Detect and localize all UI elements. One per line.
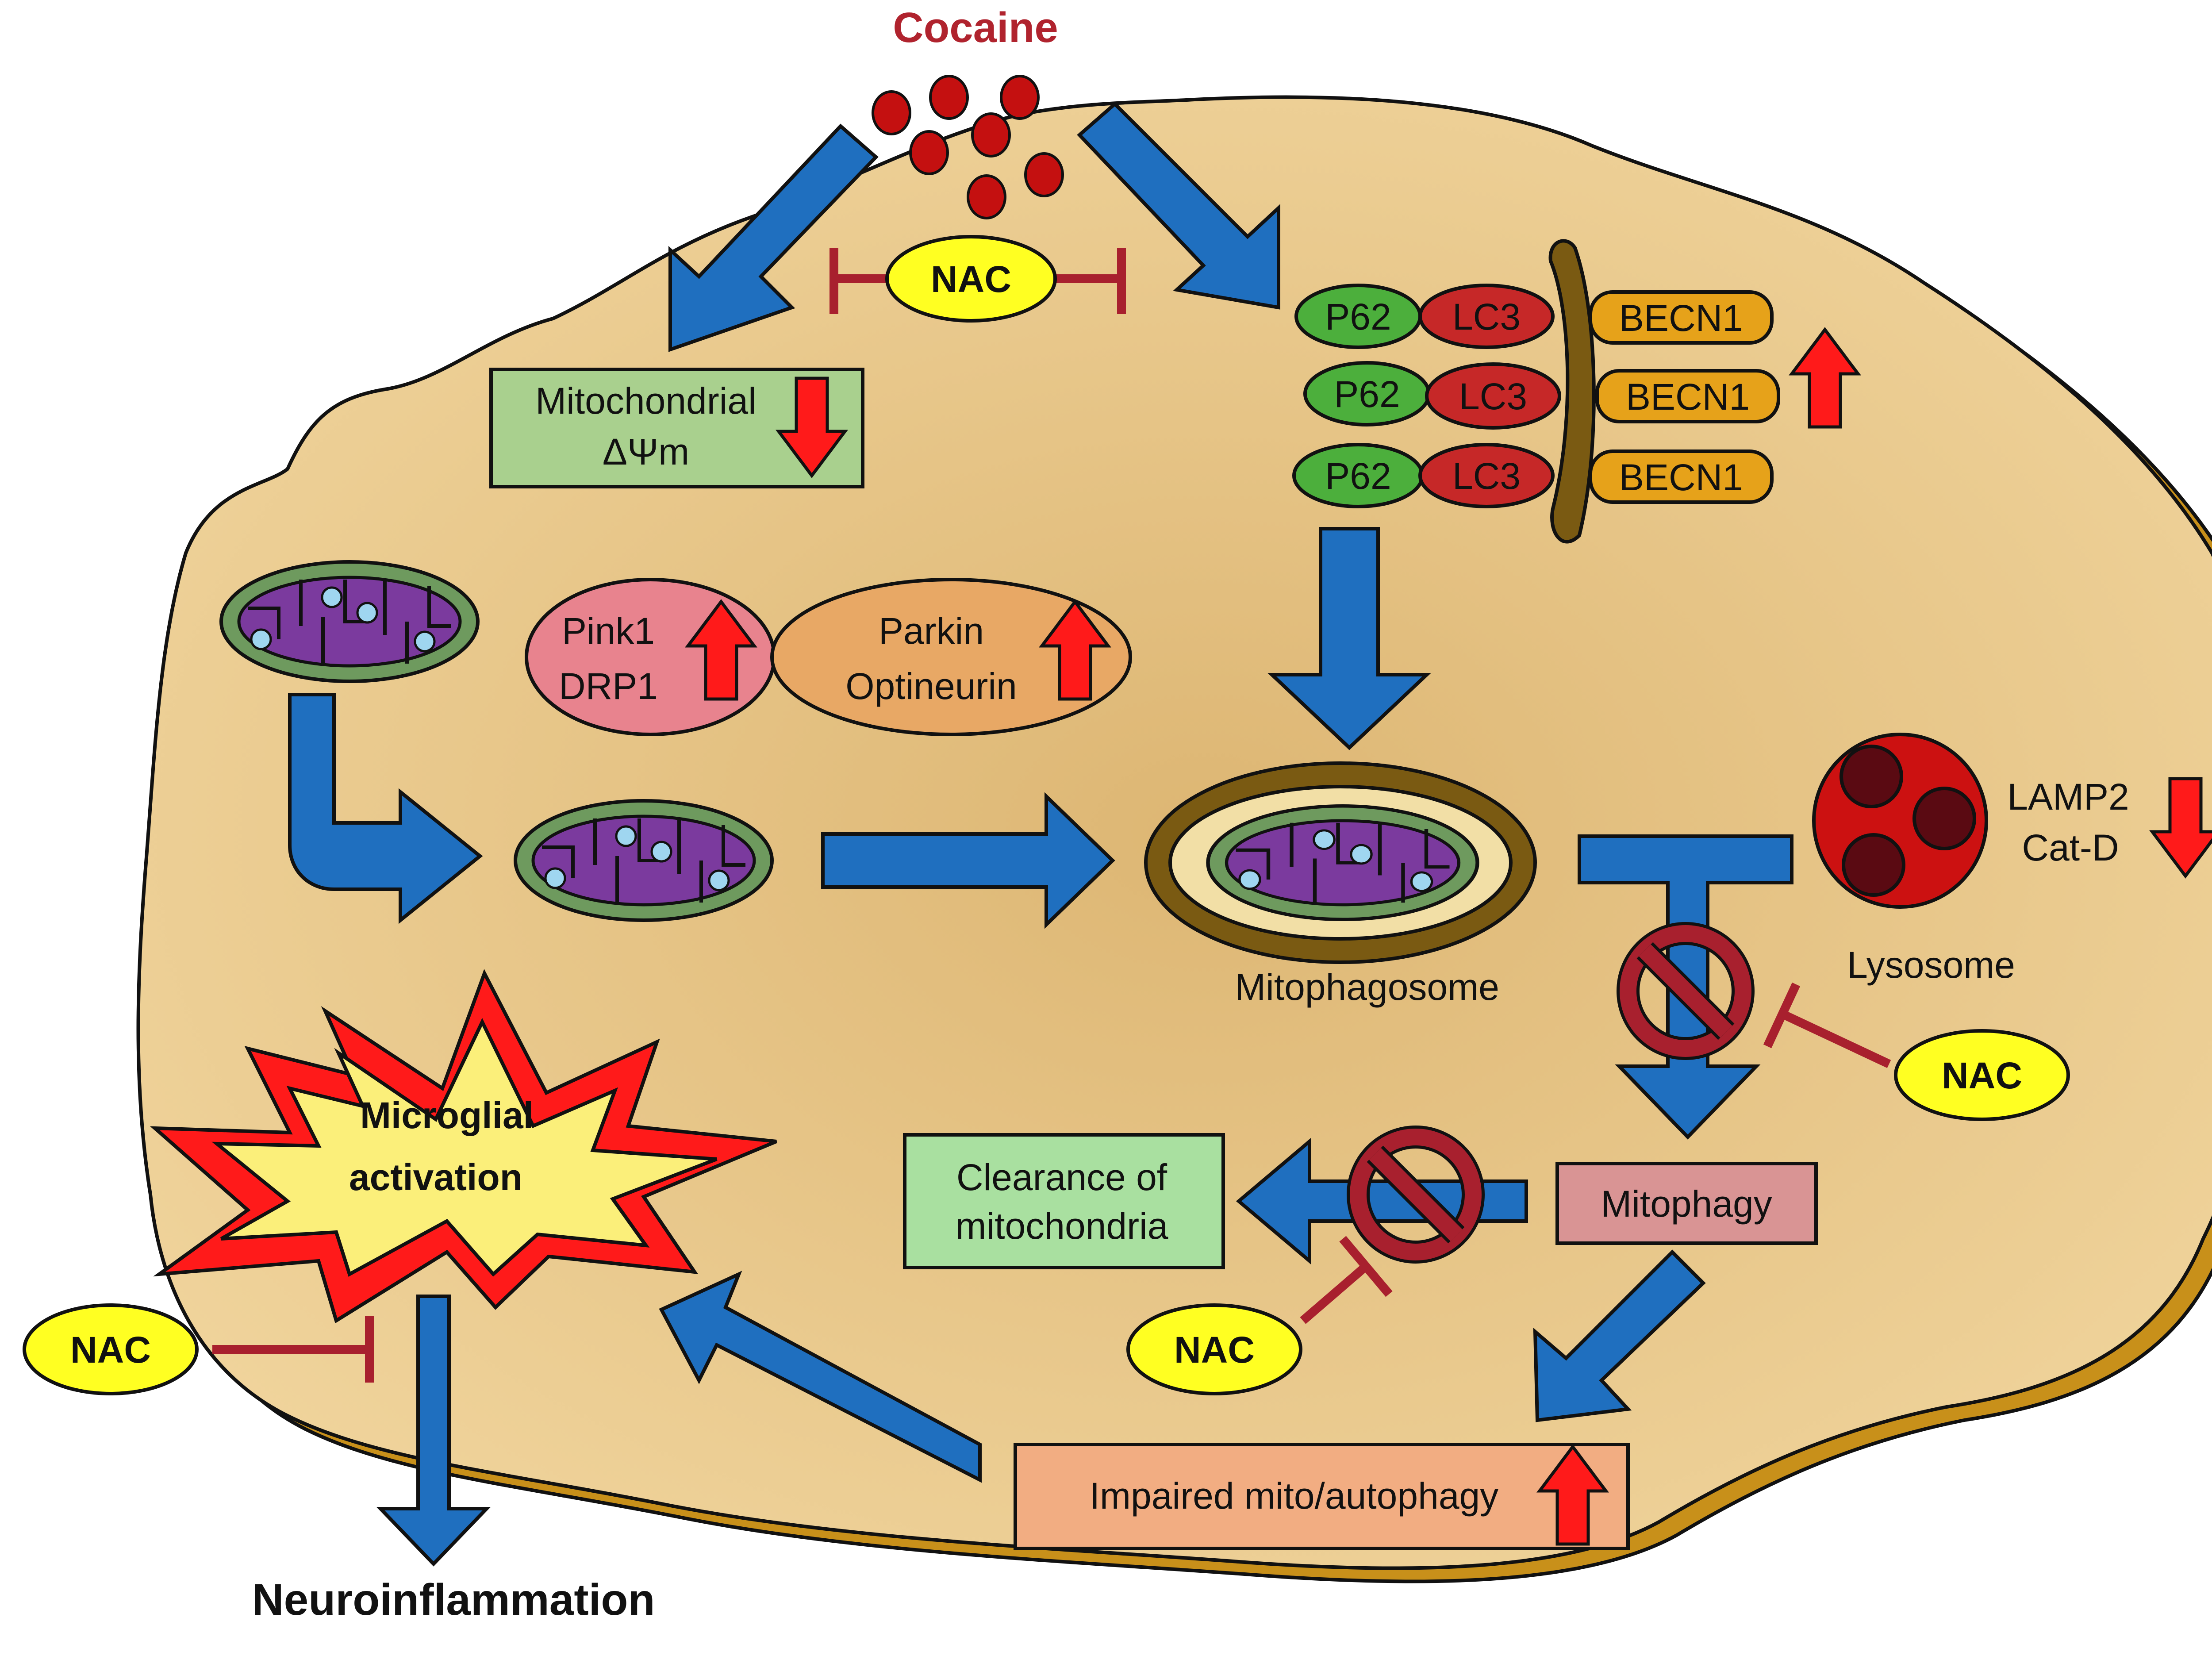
p62-label: P62 bbox=[1325, 455, 1391, 497]
complex-row-3: P62 LC3 BECN1 bbox=[1292, 443, 1774, 508]
mitochondrial-line1: Mitochondrial bbox=[535, 380, 757, 422]
p62-label: P62 bbox=[1325, 296, 1391, 338]
impaired-box: Impaired mito/autophagy bbox=[1014, 1443, 1630, 1550]
cocaine-particle bbox=[967, 174, 1006, 219]
complex-row-1: P62 LC3 BECN1 bbox=[1294, 284, 1774, 349]
becn1-label: BECN1 bbox=[1619, 457, 1743, 498]
nac-clearance: NAC bbox=[1126, 1303, 1302, 1395]
lc3-label: LC3 bbox=[1452, 296, 1521, 338]
cocaine-particle bbox=[1000, 75, 1040, 120]
inhibition-bar-icon bbox=[1300, 1262, 1370, 1324]
parkin-optineurin: Parkin Optineurin bbox=[770, 578, 1132, 736]
inhibition-bar-icon bbox=[1763, 982, 1801, 1049]
flow-arrows bbox=[288, 101, 1793, 1567]
catd-label: Cat-D bbox=[2022, 827, 2119, 868]
becn1-label: BECN1 bbox=[1626, 376, 1750, 418]
nac-label: NAC bbox=[70, 1329, 151, 1371]
cocaine-particle bbox=[971, 112, 1011, 158]
nac-microglial: NAC bbox=[23, 1303, 199, 1395]
blue-flow-arrow-icon bbox=[668, 123, 879, 352]
neuroinflammation-label: Neuroinflammation bbox=[252, 1575, 655, 1625]
lysosome: Lysosome bbox=[1812, 733, 2015, 986]
mitophagy-box: Mitophagy bbox=[1555, 1162, 1818, 1245]
inhibition-bar-icon bbox=[1778, 1009, 1891, 1068]
becn1-label: BECN1 bbox=[1619, 297, 1743, 339]
nac-lysosome: NAC bbox=[1894, 1029, 2070, 1121]
nac-label: NAC bbox=[1942, 1055, 2022, 1096]
cocaine-particle bbox=[929, 75, 969, 120]
pink1-drp1: Pink1 DRP1 bbox=[525, 578, 776, 736]
lysosome-label: Lysosome bbox=[1847, 944, 2015, 986]
phagophore-membrane bbox=[1548, 239, 1596, 544]
lc3-label: LC3 bbox=[1452, 455, 1521, 497]
blue-flow-arrow-icon bbox=[376, 1295, 491, 1567]
microglial-line1: Microglial bbox=[360, 1095, 534, 1136]
blue-flow-arrow-icon bbox=[659, 1271, 982, 1483]
mitochondrion-top-left bbox=[221, 562, 478, 681]
clearance-line1: Clearance of bbox=[956, 1156, 1167, 1198]
cocaine-particle bbox=[1024, 152, 1064, 197]
pink1-label: Pink1 bbox=[562, 610, 655, 652]
nac-label: NAC bbox=[1174, 1329, 1255, 1371]
mitochondrial-line2: ΔΨm bbox=[603, 431, 689, 473]
optineurin-label: Optineurin bbox=[845, 665, 1017, 707]
parkin-label: Parkin bbox=[879, 610, 984, 652]
mitochondrion-middle bbox=[515, 801, 772, 920]
blue-flow-arrow-icon bbox=[1077, 101, 1280, 310]
microglial-line2: activation bbox=[349, 1156, 522, 1198]
cocaine-particle bbox=[909, 130, 949, 175]
impaired-label: Impaired mito/autophagy bbox=[1090, 1475, 1499, 1517]
lamp2-label: LAMP2 bbox=[2007, 776, 2129, 818]
blue-flow-arrow-icon bbox=[1267, 527, 1432, 750]
inhibition-lines bbox=[212, 248, 1891, 1383]
cocaine-particle bbox=[872, 90, 911, 135]
clearance-box: Clearance of mitochondria bbox=[903, 1133, 1225, 1269]
autophagy-complex: P62 LC3 BECN1 P62 LC3 BECN1 P62 LC3 BECN… bbox=[1292, 239, 1858, 544]
blue-flow-arrow-icon bbox=[1533, 1249, 1706, 1422]
drp1-label: DRP1 bbox=[559, 665, 658, 707]
complex-row-2: P62 LC3 BECN1 bbox=[1303, 361, 1780, 430]
blue-flow-arrow-icon bbox=[288, 693, 483, 924]
mitophagosome: Mitophagosome bbox=[1144, 761, 1537, 1008]
lc3-label: LC3 bbox=[1459, 376, 1527, 417]
mitophagy-label: Mitophagy bbox=[1601, 1183, 1772, 1225]
inhibition-bar-icon bbox=[1339, 1236, 1393, 1297]
cocaine-title: Cocaine bbox=[893, 4, 1058, 51]
p62-label: P62 bbox=[1334, 373, 1400, 415]
mitochondrial-potential-box: Mitochondrial ΔΨm bbox=[489, 368, 864, 488]
blue-flow-arrow-icon bbox=[821, 792, 1115, 929]
nac-top: NAC bbox=[885, 235, 1057, 323]
lamp2-catd: LAMP2 Cat-D bbox=[2007, 776, 2212, 876]
clearance-line2: mitochondria bbox=[956, 1205, 1168, 1247]
nac-label: NAC bbox=[931, 258, 1011, 300]
microglial-activation: Microglial activation bbox=[150, 969, 777, 1324]
cocaine-particles bbox=[872, 75, 1064, 219]
mitophagosome-label: Mitophagosome bbox=[1235, 966, 1499, 1008]
blue-flow-arrow-icon bbox=[1236, 1137, 1528, 1265]
